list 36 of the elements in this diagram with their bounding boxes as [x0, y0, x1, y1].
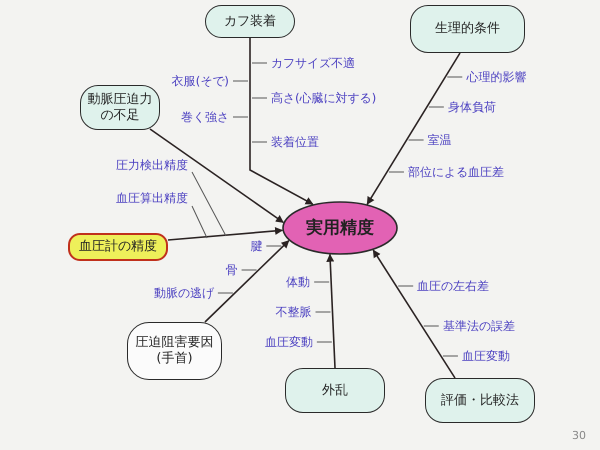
- cause-label: 室温: [428, 133, 452, 147]
- cause-box: 外乱: [285, 368, 385, 413]
- arrow: [249, 38, 314, 205]
- cause-label: 血圧変動: [462, 349, 510, 363]
- arrow: [326, 254, 336, 368]
- goal-ellipse: 実用精度: [282, 201, 398, 255]
- cause-label: 巻く強さ: [181, 110, 229, 124]
- cause-label: 心理的影響: [466, 70, 526, 84]
- cause-label: 血圧の左右差: [417, 279, 490, 293]
- cause-box: カフ装着: [205, 5, 295, 38]
- cause-label: 腱: [250, 239, 262, 253]
- cause-box: 動脈圧迫力の不足: [80, 85, 160, 130]
- cause-label: 血圧算出精度: [116, 191, 188, 205]
- cause-label: 圧力検出精度: [116, 158, 188, 172]
- cause-label: 衣服(そで): [172, 74, 229, 88]
- cause-label: 身体負荷: [448, 100, 496, 114]
- cause-label: 不整脈: [276, 305, 312, 319]
- cause-box: 血圧計の精度: [68, 233, 168, 261]
- cause-label: 動脈の逃げ: [154, 286, 214, 300]
- cause-label: 骨: [226, 263, 238, 277]
- cause-box: 生理的条件: [410, 5, 525, 53]
- cause-box: 圧迫阻害要因(手首): [127, 322, 222, 380]
- cause-label: 基準法の誤差: [442, 319, 515, 333]
- cause-label: 装着位置: [271, 135, 319, 149]
- arrow: [150, 128, 284, 224]
- arrow: [372, 249, 456, 378]
- arrow: [204, 240, 290, 323]
- page-number: 30: [572, 429, 586, 443]
- cause-label: カフサイズ不適: [271, 56, 355, 70]
- cause-label: 部位による血圧差: [408, 165, 504, 179]
- cause-label: 血圧変動: [264, 335, 313, 349]
- cause-box: 評価・比較法: [425, 378, 535, 423]
- arrow: [168, 226, 284, 241]
- cause-label: 高さ(心臓に対する): [271, 91, 376, 105]
- cause-label: 体動: [286, 275, 310, 289]
- arrow: [366, 52, 461, 205]
